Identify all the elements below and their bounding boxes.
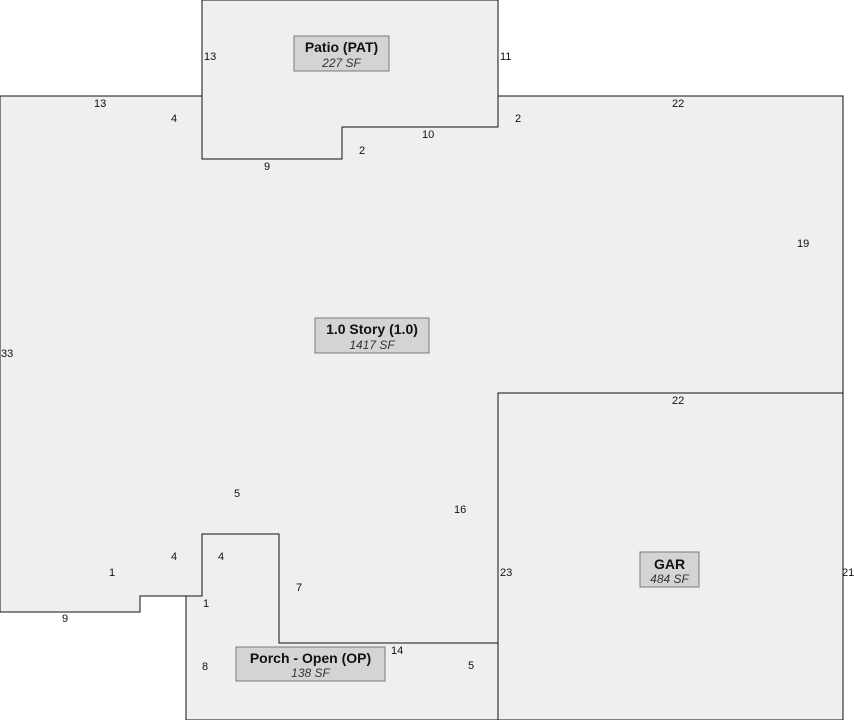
dim-label: 11 bbox=[500, 51, 511, 63]
dim-label: 16 bbox=[454, 504, 466, 516]
dim-label: 22 bbox=[672, 395, 684, 407]
dim-label: 33 bbox=[1, 348, 13, 360]
dim-label: 21 bbox=[842, 567, 854, 579]
garage-label: GAR 484 SF bbox=[639, 551, 700, 588]
dim-label: 13 bbox=[94, 98, 106, 110]
dim-label: 5 bbox=[234, 488, 240, 500]
dim-label: 4 bbox=[171, 113, 177, 125]
dim-label: 13 bbox=[204, 51, 216, 63]
garage-sf: 484 SF bbox=[650, 572, 689, 586]
porch-name: Porch - Open (OP) bbox=[250, 650, 371, 666]
patio-name: Patio (PAT) bbox=[305, 39, 378, 55]
porch-label: Porch - Open (OP) 138 SF bbox=[235, 646, 386, 682]
main-story-name: 1.0 Story (1.0) bbox=[326, 321, 418, 337]
dim-label: 19 bbox=[797, 238, 809, 250]
patio-sf: 227 SF bbox=[321, 56, 361, 70]
dim-label: 1 bbox=[109, 567, 115, 579]
porch-sf: 138 SF bbox=[291, 666, 330, 680]
dim-label: 5 bbox=[468, 660, 474, 672]
dim-label: 4 bbox=[171, 551, 177, 563]
dim-label: 2 bbox=[515, 113, 521, 125]
main-story-sf: 1417 SF bbox=[349, 338, 395, 352]
dim-label: 1 bbox=[203, 598, 209, 610]
dim-label: 22 bbox=[672, 98, 684, 110]
dim-label: 7 bbox=[296, 582, 302, 594]
main-story-label: 1.0 Story (1.0) 1417 SF bbox=[314, 317, 430, 354]
dim-label: 9 bbox=[62, 613, 68, 625]
dim-label: 23 bbox=[500, 567, 512, 579]
dim-label: 10 bbox=[422, 129, 434, 141]
dim-label: 14 bbox=[391, 645, 403, 657]
dim-label: 2 bbox=[359, 145, 365, 157]
patio-area[interactable] bbox=[201, 0, 499, 160]
dim-label: 8 bbox=[202, 661, 208, 673]
patio-label: Patio (PAT) 227 SF bbox=[293, 35, 390, 72]
garage-name: GAR bbox=[654, 556, 685, 572]
dim-label: 9 bbox=[264, 161, 270, 173]
dim-label: 4 bbox=[218, 551, 224, 563]
